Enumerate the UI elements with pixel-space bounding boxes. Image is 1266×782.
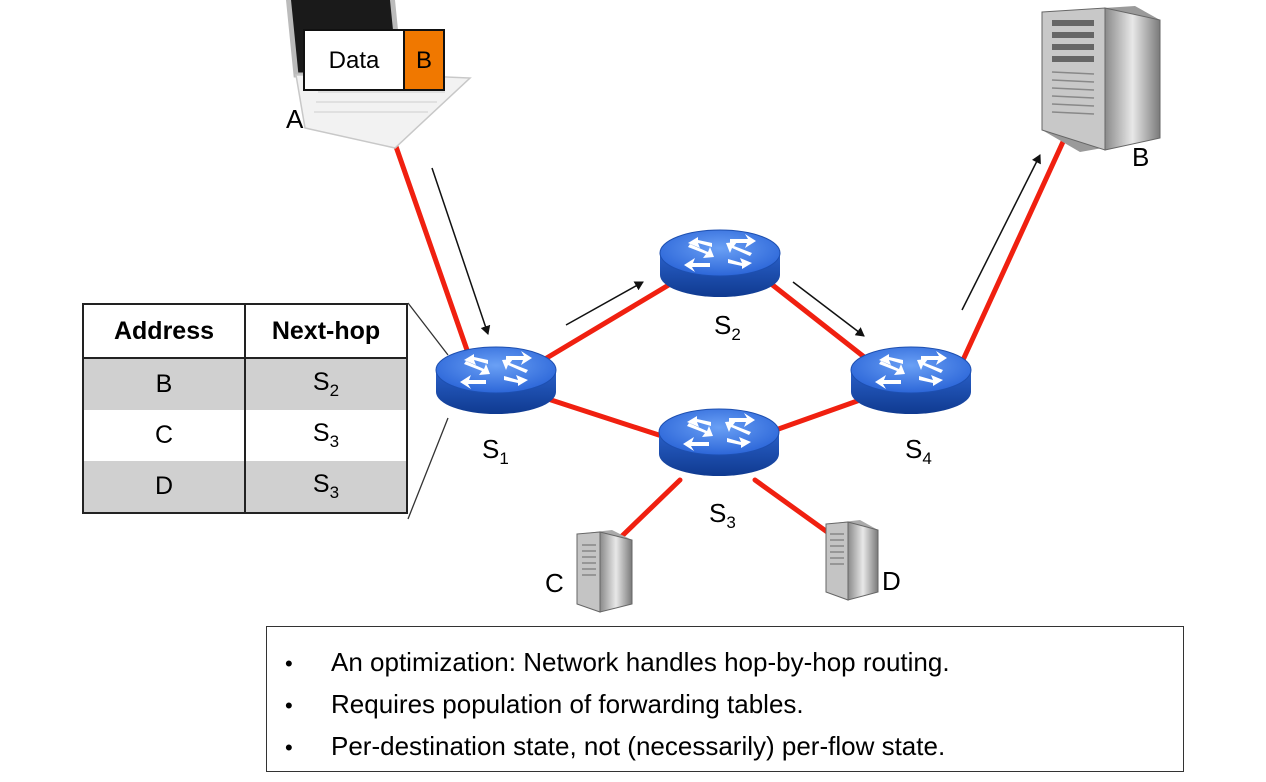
bullet-icon: • <box>285 693 293 718</box>
address-cell: B <box>82 358 246 410</box>
host-d-label: D <box>882 566 901 596</box>
router-icon <box>435 346 557 415</box>
switch-s2-label: S2 <box>714 310 741 344</box>
note-item: • Requires population of forwarding table… <box>285 683 1183 725</box>
note-item: • An optimization: Network handles hop-by… <box>285 641 1183 683</box>
bullet-icon: • <box>285 651 293 676</box>
address-cell: C <box>82 410 246 461</box>
link-s1-s2 <box>537 280 675 365</box>
arrow-icon <box>431 167 491 335</box>
table-row: D S3 <box>82 461 408 513</box>
flow-arrows <box>431 154 1041 337</box>
server-tower-icon <box>576 530 633 613</box>
forwarding-table: Address Next-hop B S2 C S3 D S3 <box>82 303 408 514</box>
link-s3-s4 <box>767 397 863 435</box>
note-item: • Per-destination state, not (necessarily… <box>285 725 1183 767</box>
network-links <box>390 117 1076 539</box>
packet-destination: B <box>416 47 432 74</box>
link-s4-b <box>960 117 1076 363</box>
host-a-label: A <box>286 104 304 134</box>
data-packet: Data B <box>303 29 445 91</box>
note-text: Requires population of forwarding tables… <box>331 689 804 719</box>
next-hop-cell: S3 <box>244 410 408 461</box>
server-tower-icon <box>1041 6 1161 152</box>
server-tower-icon <box>825 520 879 601</box>
switch-s4-label: S4 <box>905 434 932 468</box>
switch-s3-label: S3 <box>709 498 736 532</box>
switch-s1-label: S1 <box>482 434 509 468</box>
arrow-icon <box>565 281 644 326</box>
link-s3-d <box>752 477 833 537</box>
note-text: Per-destination state, not (necessarily)… <box>331 731 946 761</box>
bullet-icon: • <box>285 735 293 760</box>
router-icon <box>850 346 972 415</box>
router-icon <box>659 229 781 298</box>
next-hop-cell: S3 <box>244 461 408 513</box>
next-hop-cell: S2 <box>244 358 408 410</box>
host-c-label: C <box>545 568 564 598</box>
table-header-row: Address Next-hop <box>82 304 408 359</box>
table-row: B S2 <box>82 358 408 410</box>
link-s2-s4 <box>767 280 871 363</box>
column-header-next-hop: Next-hop <box>244 304 408 359</box>
link-a-s1 <box>390 135 470 353</box>
link-s1-s3 <box>542 395 668 440</box>
host-b-label: B <box>1132 142 1149 172</box>
packet-payload: Data <box>329 47 380 74</box>
note-text: An optimization: Network handles hop-by-… <box>331 647 950 677</box>
address-cell: D <box>82 461 246 513</box>
arrow-icon <box>961 154 1041 311</box>
table-callout-lines <box>407 302 449 520</box>
link-s3-c <box>619 477 683 539</box>
router-icon <box>658 408 780 477</box>
column-header-address: Address <box>82 304 246 359</box>
table-row: C S3 <box>82 410 408 461</box>
arrow-icon <box>792 281 865 337</box>
notes-box: • An optimization: Network handles hop-by… <box>266 626 1184 772</box>
